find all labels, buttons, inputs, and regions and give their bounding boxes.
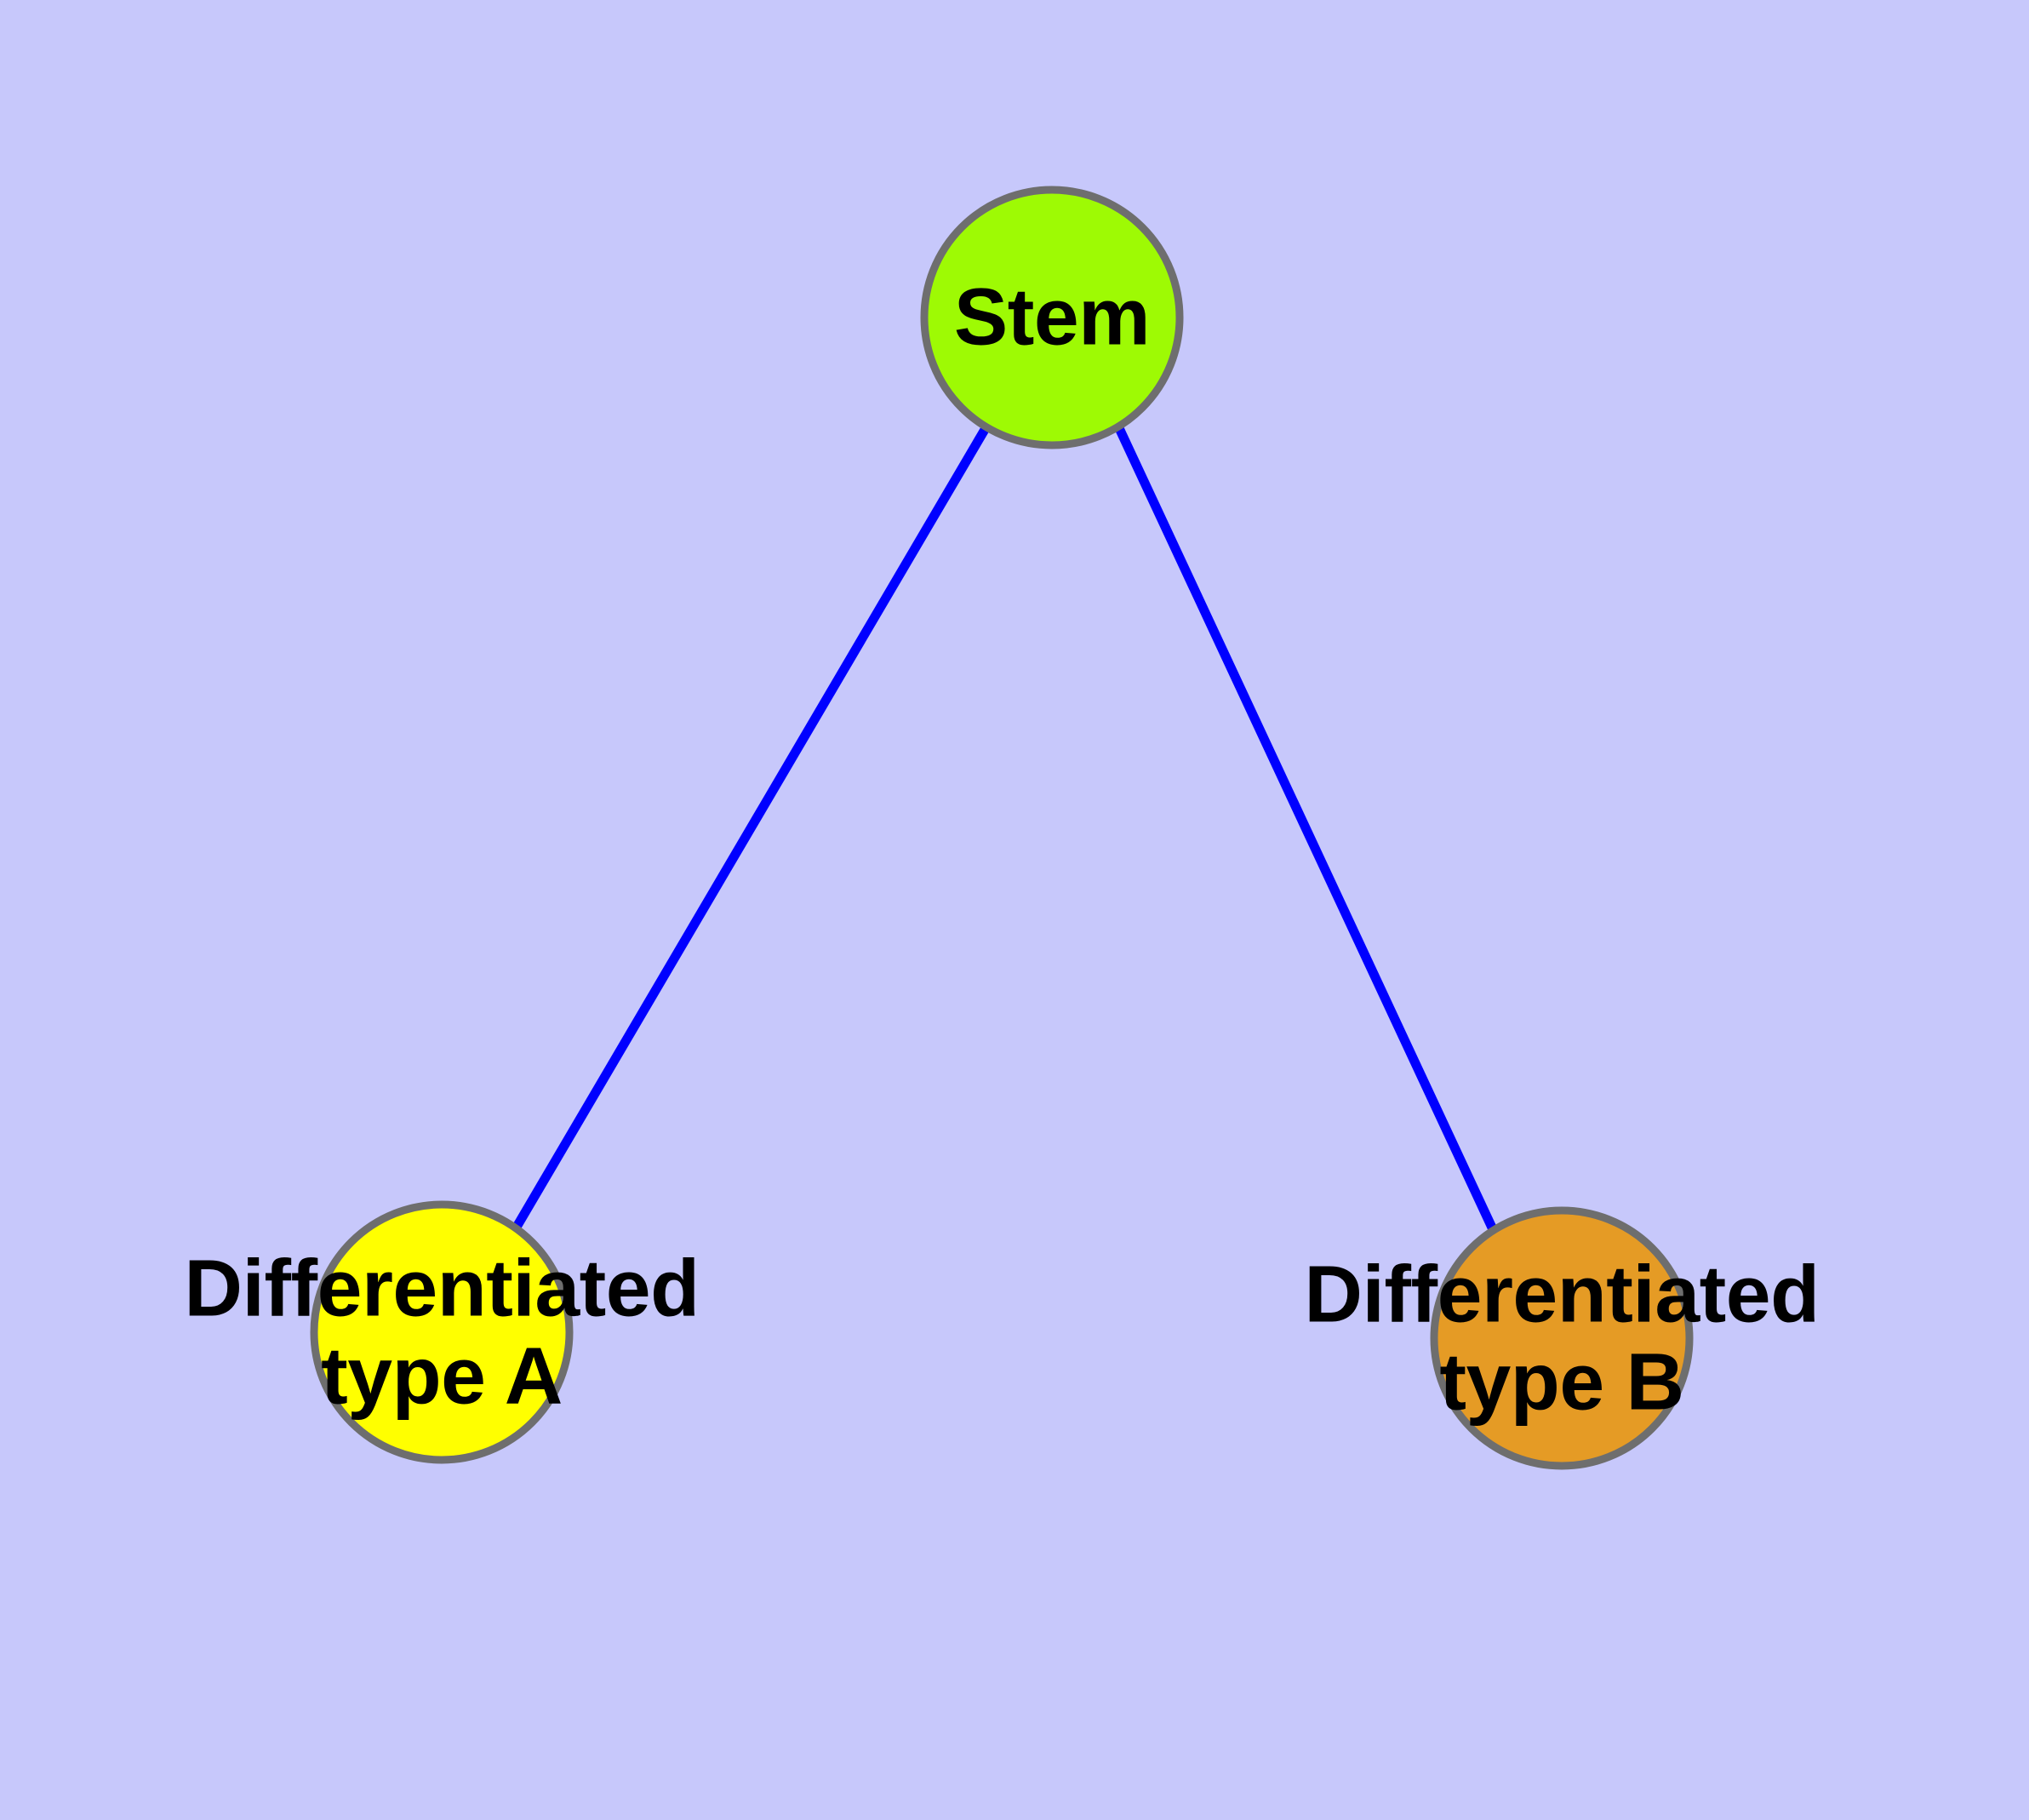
edge-stem-to-differentiated-type-b[interactable] [1115, 426, 1496, 1230]
node-differentiated-type-a[interactable] [310, 1200, 574, 1464]
node-differentiated-type-b[interactable] [1430, 1206, 1694, 1470]
node-stem[interactable] [920, 186, 1184, 449]
node-layer [310, 186, 1694, 1470]
edge-stem-to-differentiated-type-a[interactable] [512, 426, 990, 1231]
edge-layer [512, 426, 1496, 1231]
